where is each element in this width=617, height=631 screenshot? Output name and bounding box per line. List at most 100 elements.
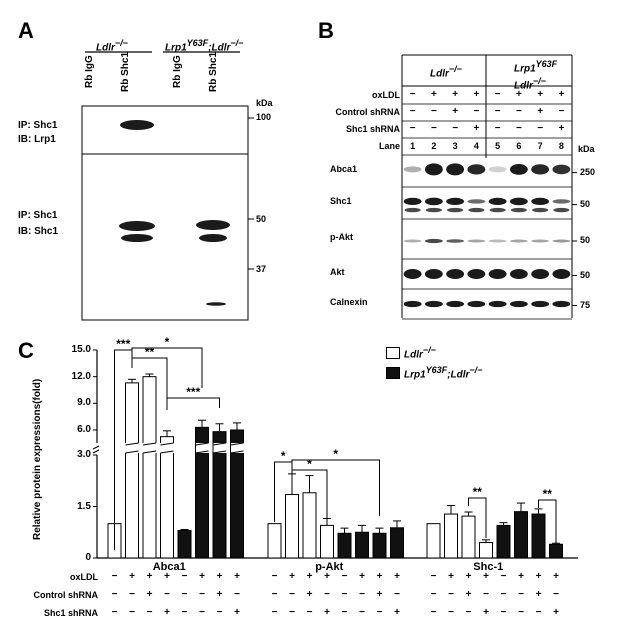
sig-pakt-2v7 <box>291 459 380 516</box>
bar-break <box>160 450 174 454</box>
c-condition-sign: + <box>234 571 240 582</box>
panel-a-group2-label: Lrp1Y63F;Ldlr−/− <box>165 38 244 54</box>
c-condition-sign: + <box>216 589 223 600</box>
panel-label-a: A <box>18 18 34 43</box>
panel-b-condition-label: oxLDL <box>372 90 400 100</box>
c-condition-sign: − <box>111 571 118 582</box>
c-condition-sign: − <box>129 607 135 618</box>
bar <box>125 382 139 559</box>
c-condition-sign: − <box>394 589 400 600</box>
c-condition-sign: − <box>181 571 188 582</box>
panel-b-lane-number: 2 <box>431 141 437 151</box>
panel-a-top-ib: IB: Lrp1 <box>18 134 56 145</box>
panel-b-condition-sign: + <box>558 89 565 100</box>
c-condition-sign: + <box>234 607 240 618</box>
c-condition-sign: + <box>359 571 365 582</box>
panel-b-condition-sign: − <box>515 123 522 134</box>
panel-b-band <box>509 239 528 243</box>
c-condition-sign: + <box>376 589 383 600</box>
panel-a-top-membrane <box>81 105 249 155</box>
panel-label-b: B <box>318 18 334 43</box>
panel-b-band <box>403 300 422 308</box>
c-condition-sign: − <box>216 607 223 618</box>
c-condition-sign: − <box>181 607 188 618</box>
panel-b-band <box>424 197 443 206</box>
panel-a-bottom-ip: IP: Shc1 <box>18 210 58 221</box>
panel-b-group1-label: Ldlr−/− <box>430 64 462 80</box>
axis-break-gap <box>99 443 579 453</box>
c-condition-sign: − <box>483 589 489 600</box>
panel-b-band <box>424 163 443 176</box>
c-condition-sign: + <box>483 607 489 618</box>
panel-b-band <box>531 239 550 243</box>
bar <box>267 523 282 559</box>
sig-abca1-2v6 <box>131 347 203 388</box>
bar-break <box>230 442 244 446</box>
sig-abca1-2v4 <box>131 357 168 410</box>
panel-b-lane-label: Lane <box>378 141 400 151</box>
c-condition-sign: − <box>500 607 507 618</box>
bar <box>355 531 369 559</box>
c-condition-sign: − <box>500 571 507 582</box>
panel-b-band <box>488 300 507 308</box>
panel-b-band <box>509 269 528 279</box>
panel-b-band <box>531 269 550 279</box>
panel-b-condition-sign: − <box>409 123 416 134</box>
c-condition-sign: + <box>376 571 383 582</box>
c-condition-sign: − <box>359 589 365 600</box>
bar-break <box>195 442 209 446</box>
sig-abca1-4v678 <box>166 397 220 408</box>
legend-item-2: Lrp1Y63F;Ldlr−/− <box>404 365 483 381</box>
panel-b-band <box>467 199 486 204</box>
panel-b-band <box>403 166 422 173</box>
y-tick-label: 12.0 <box>71 370 91 382</box>
bar-break <box>212 450 227 454</box>
c-condition-label: Control shRNA <box>33 590 99 600</box>
panel-b-band <box>403 239 422 243</box>
panel-b-condition-sign: + <box>537 106 544 117</box>
sig-pakt-2v4 <box>291 469 328 522</box>
x-group-label: Abca1 <box>152 561 186 573</box>
c-condition-sign: + <box>535 571 542 582</box>
panel-b-condition-sign: + <box>537 89 544 100</box>
panel-b-lane-number: 7 <box>537 141 543 151</box>
c-condition-sign: − <box>430 571 437 582</box>
panel-b-band <box>489 207 506 213</box>
panel-b-blot-marker: 250 <box>580 166 596 177</box>
sig-abca1-2v6-label: * <box>164 335 170 349</box>
c-condition-sign: + <box>394 571 400 582</box>
panel-b-band <box>424 238 443 244</box>
panel-b-kda-label: kDa <box>578 144 595 154</box>
panel-b-band <box>403 197 422 205</box>
c-condition-sign: − <box>111 589 118 600</box>
panel-b-condition-sign: − <box>409 89 416 100</box>
bar <box>531 513 546 559</box>
panel-b-band <box>531 197 550 205</box>
c-condition-sign: − <box>234 589 240 600</box>
panel-b-lane-number: 1 <box>410 141 416 151</box>
panel-b-band <box>531 300 550 308</box>
c-condition-sign: − <box>500 589 507 600</box>
c-condition-sign: − <box>465 607 472 618</box>
sig-shc1-3v4-label: ** <box>472 485 482 499</box>
bar <box>142 376 157 559</box>
panel-a-bottom-ib: IB: Shc1 <box>18 226 59 237</box>
c-condition-sign: + <box>394 607 400 618</box>
panel-b-condition-sign: + <box>473 123 480 134</box>
bar <box>302 492 317 559</box>
panel-b-condition-sign: + <box>473 89 480 100</box>
c-condition-sign: − <box>376 607 383 618</box>
bar-break <box>160 442 174 446</box>
c-condition-sign: − <box>359 607 365 618</box>
c-condition-sign: − <box>146 607 153 618</box>
sig-shc1-7v8-label: ** <box>542 487 552 501</box>
panel-b-blot-label: Akt <box>330 267 345 277</box>
panel-b-blot-marker: 75 <box>580 299 591 310</box>
sig-abca1-4v678-label: *** <box>186 385 201 399</box>
bar-break <box>230 450 244 454</box>
c-condition-sign: + <box>129 571 135 582</box>
bar <box>479 542 493 559</box>
panel-a-band-shc1-lane2-lower <box>121 234 153 242</box>
panel-b-condition-label: Shc1 shRNA <box>345 124 400 134</box>
